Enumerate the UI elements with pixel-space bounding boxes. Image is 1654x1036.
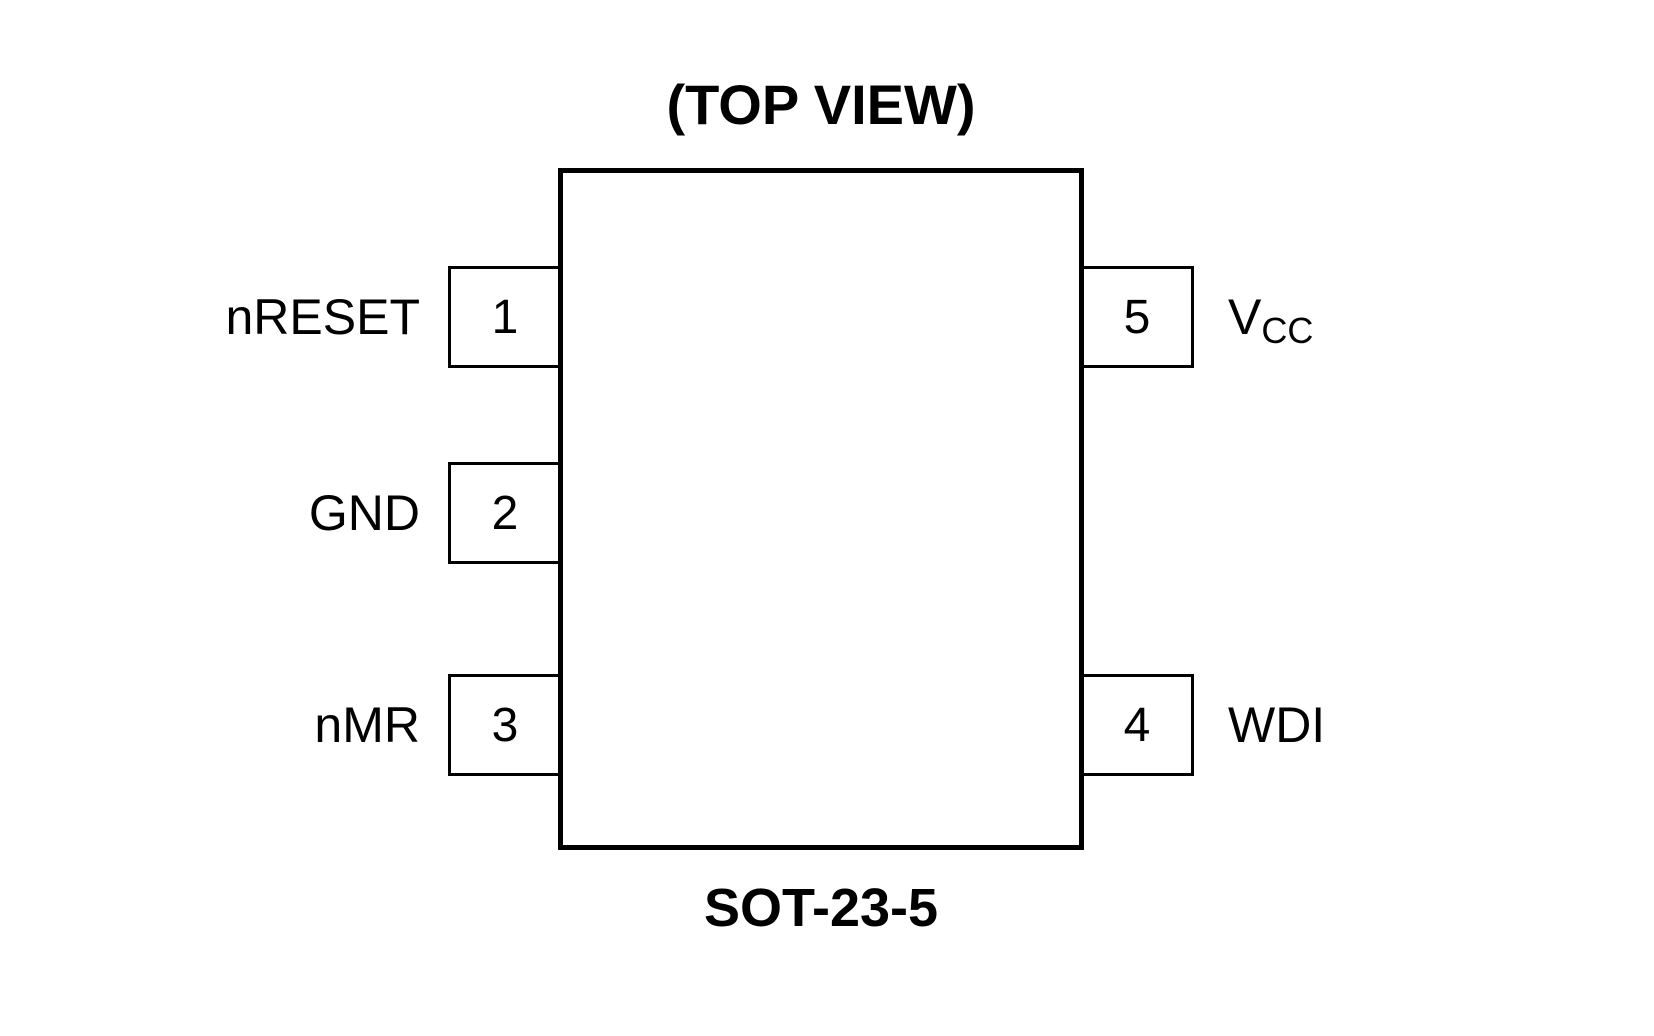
diagram-title: (TOP VIEW): [666, 73, 976, 136]
pin-5-box: 5: [1080, 266, 1194, 368]
pin-5-number: 5: [1123, 290, 1151, 344]
pin-2-label: GND: [308, 485, 420, 541]
pin-5-label-base: V: [1228, 289, 1262, 345]
pin-2-number: 2: [491, 486, 519, 540]
pin-1-label: nRESET: [225, 289, 420, 345]
pin-3-box: 3: [448, 674, 562, 776]
pin-1-box: 1: [448, 266, 562, 368]
pin-2-box: 2: [448, 462, 562, 564]
pin-3-number: 3: [491, 698, 519, 752]
pin-5-label: VCC: [1228, 266, 1313, 368]
package-name-label: SOT-23-5: [703, 878, 939, 938]
ic-package-body: [558, 168, 1084, 850]
pin-4-box: 4: [1080, 674, 1194, 776]
pin-1-number: 1: [491, 290, 519, 344]
pin-4-number: 4: [1123, 698, 1151, 752]
pin-5-label-subscript: CC: [1261, 310, 1314, 351]
pin-4-label: WDI: [1228, 697, 1326, 753]
pin-3-label: nMR: [314, 697, 420, 753]
